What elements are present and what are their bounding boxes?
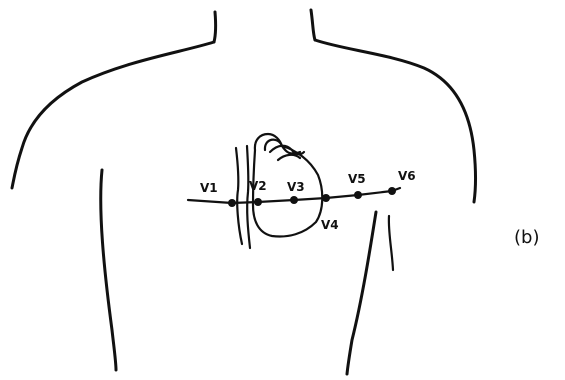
- neck-right-outline: [311, 10, 315, 40]
- right-torso-inner-line: [389, 216, 393, 270]
- electrode-dot-v5: [354, 191, 362, 199]
- electrode-dot-v6: [388, 187, 396, 195]
- pulmonary-trunk: [278, 155, 300, 160]
- electrode-dot-v2: [254, 198, 262, 206]
- right-shoulder-outline: [315, 40, 476, 202]
- figure-part-label: (b): [514, 227, 539, 248]
- sternum-left-edge: [236, 148, 242, 244]
- electrode-label-v5: V5: [348, 172, 366, 186]
- electrode-label-v6: V6: [398, 169, 416, 183]
- left-shoulder-outline: [12, 42, 214, 188]
- right-torso-side: [347, 212, 376, 374]
- electrode-label-v3: V3: [287, 180, 305, 194]
- left-torso-side: [101, 170, 116, 370]
- electrode-dot-v1: [228, 199, 236, 207]
- electrode-dot-v3: [290, 196, 298, 204]
- neck-left-outline: [214, 12, 216, 42]
- electrode-label-v2: V2: [249, 179, 267, 193]
- electrode-label-v4: V4: [321, 218, 339, 232]
- sternum-right-edge: [247, 146, 250, 248]
- electrode-dot-v4: [322, 194, 330, 202]
- electrode-label-v1: V1: [200, 181, 218, 195]
